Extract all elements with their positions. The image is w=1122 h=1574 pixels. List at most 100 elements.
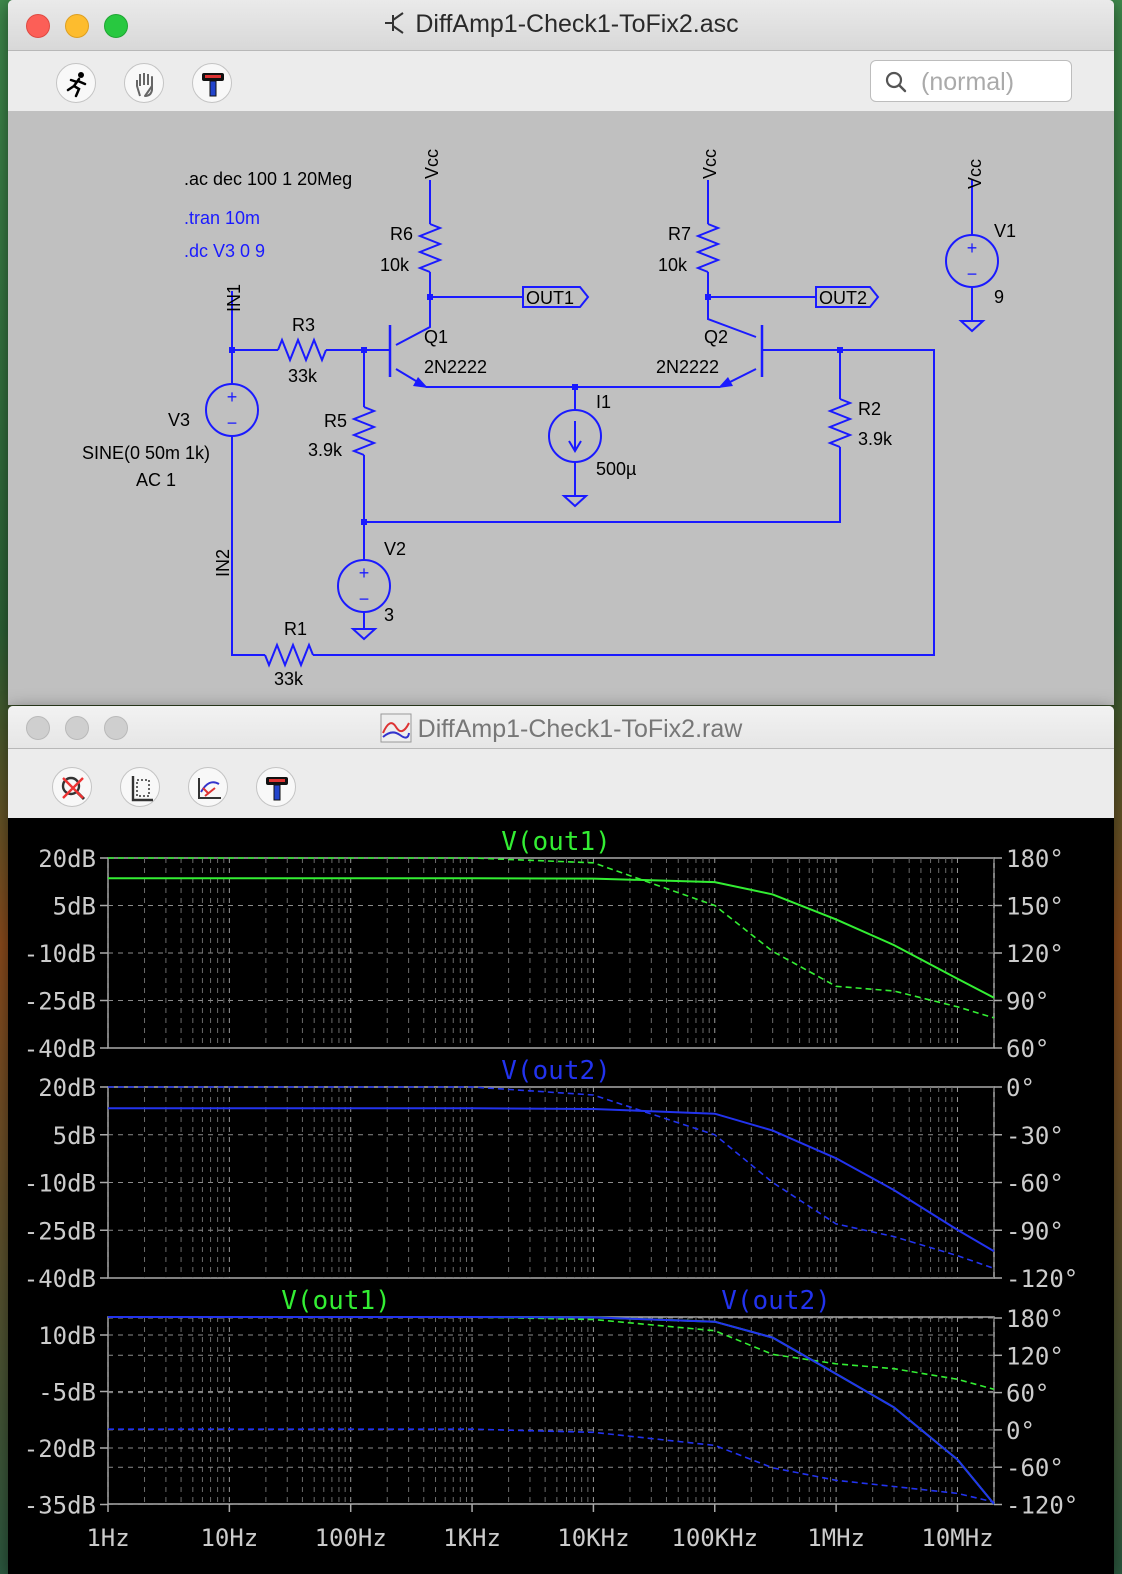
v3-value[interactable]: SINE(0 50m 1k) [82, 443, 210, 463]
plot-pane-2[interactable] [100, 1086, 1002, 1279]
delete-trace-button[interactable] [188, 767, 228, 807]
y-tick-label: 20dB [38, 845, 96, 873]
control-panel-button[interactable] [192, 63, 232, 103]
x-tick-label: 10Hz [200, 1524, 258, 1552]
net-label-out1[interactable]: OUT1 [526, 288, 574, 308]
bode-plot[interactable]: 20dB5dB-10dB-25dB-40dB180°150°120°90°60°… [8, 818, 1114, 1574]
x-tick-label: 10MHz [921, 1524, 993, 1552]
y2-tick-label: -60° [1006, 1454, 1064, 1482]
v1-name[interactable]: V1 [994, 221, 1016, 241]
v1-value[interactable]: 9 [994, 287, 1004, 307]
r1-name[interactable]: R1 [284, 619, 307, 639]
y2-tick-label: -90° [1006, 1217, 1064, 1245]
search-icon [885, 71, 907, 93]
y2-tick-label: 60° [1006, 1380, 1049, 1408]
x-tick-label: 1Hz [86, 1524, 129, 1552]
y-tick-label: 10dB [38, 1322, 96, 1350]
directive-tran[interactable]: .tran 10m [184, 208, 260, 228]
r1-value[interactable]: 33k [274, 669, 304, 689]
trace-phase-V(out1) [108, 1316, 995, 1391]
trace-label-V(out2): V(out2) [721, 1286, 831, 1316]
zoom-button[interactable] [104, 716, 128, 740]
hammer-icon [202, 73, 224, 97]
y2-tick-label: 0° [1006, 1074, 1035, 1102]
r7-name[interactable]: R7 [668, 224, 691, 244]
r2-value[interactable]: 3.9k [858, 429, 893, 449]
halt-button[interactable] [124, 63, 164, 103]
y2-tick-label: -120° [1006, 1265, 1078, 1293]
q1-name[interactable]: Q1 [424, 327, 448, 347]
r6-value[interactable]: 10k [380, 255, 410, 275]
y-tick-label: 20dB [38, 1074, 96, 1102]
schematic-toolbar [8, 51, 1114, 112]
net-label-vcc-v1[interactable]: Vcc [965, 159, 985, 189]
trace-label-V(out2): V(out2) [501, 1056, 611, 1086]
x-tick-label: 1MHz [807, 1524, 865, 1552]
x-tick-label: 100Hz [315, 1524, 387, 1552]
directive-ac[interactable]: .ac dec 100 1 20Meg [184, 169, 352, 189]
q2-model[interactable]: 2N2222 [656, 357, 719, 377]
pane-frame [107, 1316, 995, 1505]
r5-name[interactable]: R5 [324, 411, 347, 431]
trace-label-V(out1): V(out1) [501, 827, 611, 857]
close-button[interactable] [26, 716, 50, 740]
waveform-titlebar[interactable]: DiffAmp1-Check1-ToFix2.raw [8, 706, 1114, 749]
x-tick-label: 1KHz [443, 1524, 501, 1552]
y-tick-label: -40dB [24, 1265, 96, 1293]
run-icon [66, 72, 87, 98]
y2-tick-label: 60° [1006, 1035, 1049, 1063]
net-label-vcc-r6[interactable]: Vcc [422, 149, 442, 179]
i1-value[interactable]: 500µ [596, 459, 636, 479]
schematic-titlebar[interactable]: DiffAmp1-Check1-ToFix2.asc [8, 0, 1114, 51]
q2-name[interactable]: Q2 [704, 327, 728, 347]
schematic-canvas[interactable]: + − + − + − .ac dec 100 1 20Meg .tran 10… [8, 111, 1114, 705]
i1-name[interactable]: I1 [596, 392, 611, 412]
q1-model[interactable]: 2N2222 [424, 357, 487, 377]
net-label-out2[interactable]: OUT2 [819, 288, 867, 308]
r7-value[interactable]: 10k [658, 255, 688, 275]
waveform-window-controls [26, 716, 128, 740]
transistor-document-icon [385, 12, 404, 34]
search-box[interactable] [870, 60, 1072, 102]
r2-name[interactable]: R2 [858, 399, 881, 419]
v3-name[interactable]: V3 [168, 410, 190, 430]
r6-name[interactable]: R6 [390, 224, 413, 244]
trace-magnitude-V(out2) [108, 1107, 995, 1253]
y2-tick-label: -60° [1006, 1170, 1064, 1198]
v2-name[interactable]: V2 [384, 539, 406, 559]
run-button[interactable] [56, 63, 96, 103]
minimize-button[interactable] [65, 716, 89, 740]
waveform-title-text: DiffAmp1-Check1-ToFix2.raw [417, 715, 743, 743]
close-button[interactable] [26, 14, 50, 38]
add-trace-button[interactable] [120, 767, 160, 807]
r3-value[interactable]: 33k [288, 366, 318, 386]
v3-minus-sign: − [227, 413, 238, 433]
net-label-in2[interactable]: IN2 [213, 549, 233, 577]
trace-magnitude-V(out2) [108, 1316, 995, 1505]
trace-magnitude-V(out1) [108, 877, 995, 999]
schematic-drawing: + − + − + − .ac dec 100 1 20Meg .tran 10… [82, 149, 1016, 689]
minimize-button[interactable] [65, 14, 89, 38]
control-panel-button[interactable] [256, 767, 296, 807]
search-input[interactable] [919, 65, 1071, 99]
v2-plus-sign: + [359, 563, 370, 583]
autorange-button[interactable] [52, 767, 92, 807]
schematic-title-text: DiffAmp1-Check1-ToFix2.asc [415, 10, 739, 38]
net-label-in1[interactable]: IN1 [224, 284, 244, 312]
y-tick-label: 5dB [53, 893, 96, 921]
halt-hand-icon [136, 73, 153, 97]
plot-pane-1[interactable] [100, 857, 1002, 1049]
directive-dc[interactable]: .dc V3 0 9 [184, 241, 265, 261]
r5-value[interactable]: 3.9k [308, 440, 343, 460]
plot-pane-3[interactable] [100, 1316, 1002, 1506]
v1-plus-sign: + [967, 238, 978, 258]
net-label-vcc-r7[interactable]: Vcc [700, 149, 720, 179]
y-tick-label: -40dB [24, 1035, 96, 1063]
zoom-button[interactable] [104, 14, 128, 38]
waveform-window: DiffAmp1-Check1-ToFix2.raw [8, 706, 1114, 1574]
r3-name[interactable]: R3 [292, 315, 315, 335]
y2-tick-label: 180° [1006, 845, 1064, 873]
v2-value[interactable]: 3 [384, 605, 394, 625]
v3-ac[interactable]: AC 1 [136, 470, 176, 490]
